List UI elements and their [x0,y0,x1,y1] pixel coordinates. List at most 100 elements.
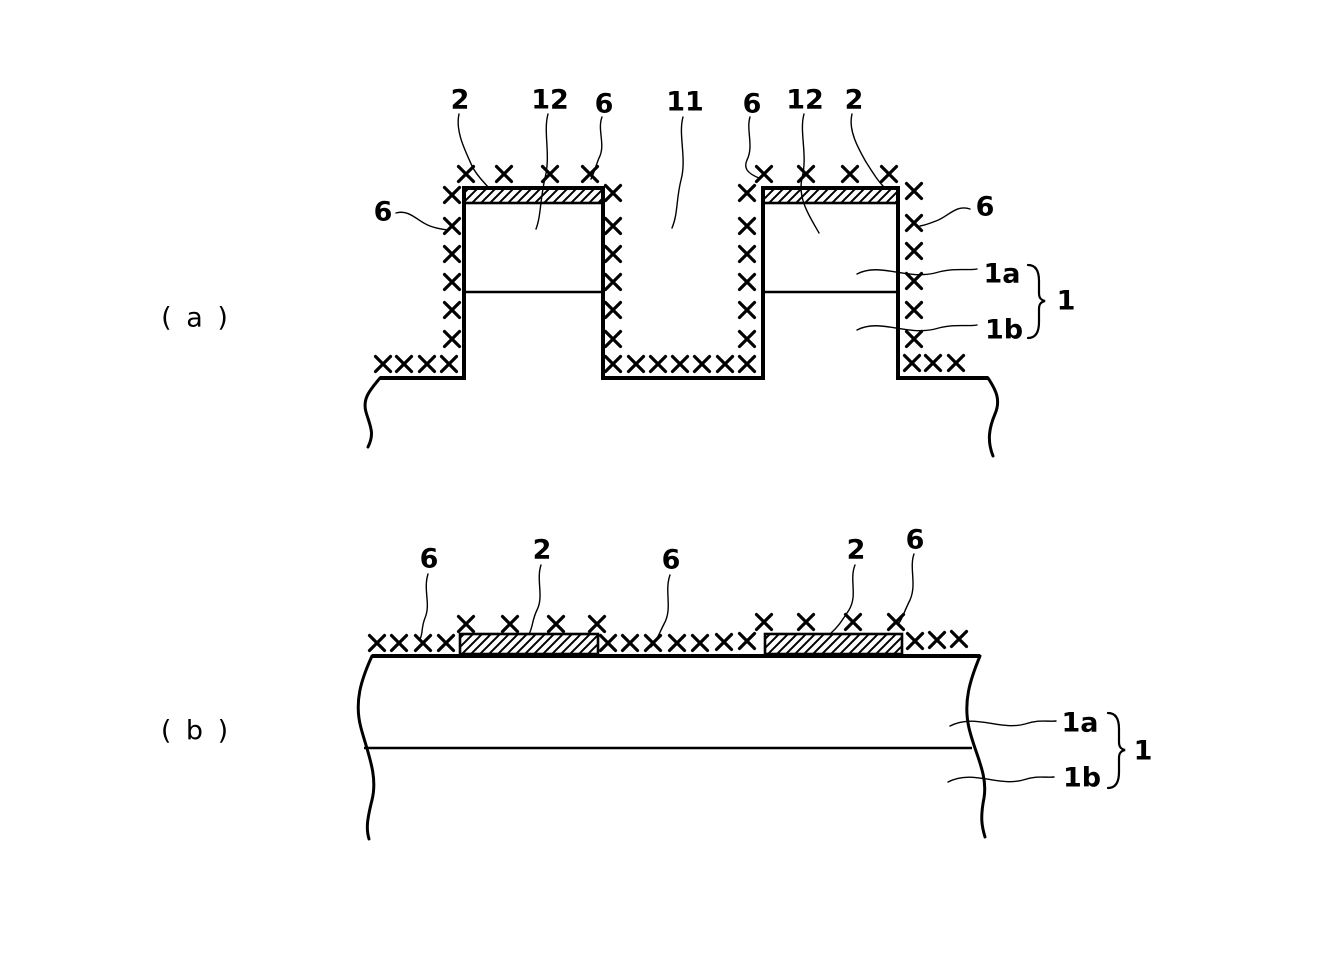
x-mark-icon [902,353,922,373]
label-ref-12-left-a: 12 [531,85,569,116]
x-mark-icon [737,183,757,203]
x-mark-icon [904,271,924,291]
x-mark-icon [690,633,710,653]
x-mark-icon [715,354,735,374]
x-mark-icon [620,633,640,653]
label-ref-6-left-b: 6 [420,544,439,575]
x-mark-icon [737,216,757,236]
x-mark-icon [494,164,514,184]
label-ref-1a-a: 1a [983,259,1020,290]
x-mark-icon [904,300,924,320]
break-line-right-a [986,376,1000,458]
reference-numerals-a: 2 12 6 11 6 12 2 6 6 1a 1b 1 [374,85,1076,346]
x-mark-icon [603,183,623,203]
x-mark-icon [714,632,734,652]
hatched-electrode-right-b [763,632,904,656]
x-mark-icon [754,164,774,184]
label-ref-6-top-right-a: 6 [743,89,762,120]
x-mark-icon [905,631,925,651]
x-mark-icon [587,614,607,634]
ion-implant-marks-b [367,612,969,653]
break-line-right-b [965,654,987,839]
x-mark-icon [648,354,668,374]
label-ref-1b-b: 1b [1063,763,1101,794]
x-mark-icon [367,633,387,653]
x-mark-icon [603,272,623,292]
hatched-electrode-left-a [462,186,605,205]
leader-lines-b [419,553,1057,783]
x-mark-icon [389,633,409,653]
label-ref-12-right-a: 12 [786,85,824,116]
label-ref-6-side-right-a: 6 [976,192,995,223]
x-mark-icon [904,181,924,201]
hatched-electrode-left-b [458,632,600,656]
caption-figure-b: ( b ) [161,716,231,747]
label-ref-2-left-a: 2 [451,85,470,116]
x-mark-icon [442,300,462,320]
break-line-left-a [363,376,382,449]
x-mark-icon [843,612,863,632]
x-mark-icon [737,631,757,651]
x-mark-icon [442,329,462,349]
x-mark-icon [904,241,924,261]
label-ref-11-trench-a: 11 [666,87,704,118]
x-mark-icon [737,300,757,320]
x-mark-icon [692,354,712,374]
x-mark-icon [923,353,943,373]
x-mark-icon [737,329,757,349]
x-mark-icon [603,329,623,349]
x-mark-icon [840,164,860,184]
x-mark-icon [598,633,618,653]
x-mark-icon [603,354,623,374]
x-mark-icon [904,213,924,233]
x-mark-icon [754,612,774,632]
x-mark-icon [540,164,560,184]
caption-figure-a: ( a ) [161,303,231,334]
label-ref-6-top-left-a: 6 [595,89,614,120]
x-mark-icon [603,244,623,264]
x-mark-icon [442,272,462,292]
x-mark-icon [904,329,924,349]
x-mark-icon [394,354,414,374]
brace-1-b [1106,711,1126,790]
brace-1-a [1026,263,1046,340]
label-ref-1b-a: 1b [985,315,1023,346]
x-mark-icon [796,164,816,184]
label-ref-1-a: 1 [1057,286,1076,317]
x-mark-icon [927,630,947,650]
x-mark-icon [442,216,462,236]
x-mark-icon [949,629,969,649]
x-mark-icon [456,164,476,184]
x-mark-icon [626,354,646,374]
x-mark-icon [439,354,459,374]
x-mark-icon [670,354,690,374]
label-ref-1a-b: 1a [1061,708,1098,739]
x-mark-icon [456,614,476,634]
label-ref-6-middle-b: 6 [662,545,681,576]
figure-a: 2 12 6 11 6 12 2 6 6 1a 1b 1 ( a ) [161,85,1076,458]
label-ref-1-b: 1 [1134,736,1153,767]
label-ref-6-right-b: 6 [906,525,925,556]
substrate-profile-a [380,186,988,380]
leader-lines-a [395,113,978,332]
x-mark-icon [667,633,687,653]
x-mark-icon [417,354,437,374]
x-mark-icon [603,216,623,236]
x-mark-icon [500,614,520,634]
label-ref-2-right-a: 2 [845,85,864,116]
x-mark-icon [436,633,456,653]
x-mark-icon [737,272,757,292]
x-mark-icon [546,614,566,634]
x-mark-icon [886,612,906,632]
ion-implant-marks-a [373,164,966,374]
x-mark-icon [603,300,623,320]
x-mark-icon [413,633,433,653]
x-mark-icon [442,244,462,264]
label-ref-6-side-left-a: 6 [374,197,393,228]
label-ref-2-left-b: 2 [533,535,552,566]
hatched-electrode-right-a [761,186,900,205]
